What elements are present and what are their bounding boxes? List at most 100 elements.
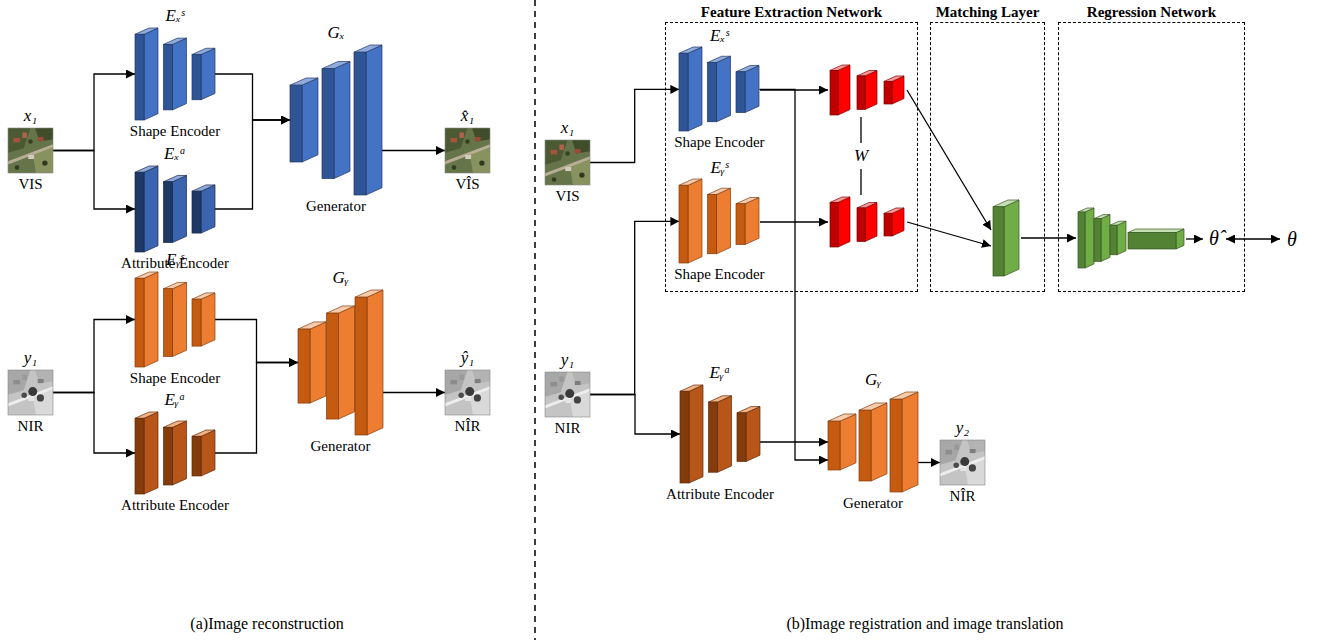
photo-roof <box>13 138 20 143</box>
photo-field <box>545 140 568 165</box>
subfigure-caption: (b)Image registration and image translat… <box>786 615 1063 633</box>
photo-tree <box>465 139 470 144</box>
block-side <box>144 412 158 494</box>
image-thumbnail <box>545 372 590 417</box>
block-top <box>322 62 350 69</box>
photo-tree <box>552 177 557 182</box>
photo-tree <box>459 393 464 398</box>
block-side <box>1085 208 1094 268</box>
block-top <box>192 185 215 191</box>
photo-field <box>940 440 963 465</box>
photo-tree <box>954 463 959 468</box>
block-side <box>173 38 187 110</box>
block-side <box>688 179 702 263</box>
network-blocks <box>135 28 215 120</box>
block-side <box>302 78 318 162</box>
photo-tree <box>474 394 481 401</box>
photo-frame <box>8 128 53 173</box>
block-front <box>354 52 366 195</box>
block-side <box>201 430 215 476</box>
block-side <box>745 66 759 113</box>
group-title: Regression Network <box>1087 4 1216 21</box>
block-side <box>717 189 731 255</box>
photo-field <box>545 388 590 408</box>
photo-field <box>445 370 468 395</box>
network-blocks <box>135 272 215 367</box>
block-top <box>680 385 703 391</box>
photo-field <box>8 370 31 395</box>
photo-field <box>572 372 590 386</box>
block-side <box>339 306 355 419</box>
block-front <box>135 278 144 367</box>
photo-roof <box>565 167 571 171</box>
symbol-label: x̂₁ <box>461 106 474 126</box>
symbol-label: Eᵧˢ <box>166 250 184 270</box>
photo-roof <box>465 397 471 401</box>
arrow-line <box>907 222 991 246</box>
parameter-label: θ̂ <box>1209 227 1219 250</box>
photo-frame <box>545 372 590 417</box>
photo-field <box>967 440 985 454</box>
photo-tree <box>565 389 574 398</box>
block-top <box>135 166 158 172</box>
part-name: NIR <box>555 420 581 437</box>
photo-tree <box>28 139 33 144</box>
feature-blocks <box>830 65 1184 276</box>
photo-field <box>545 372 568 397</box>
photo-roof <box>475 379 481 383</box>
image-thumbnail <box>545 140 590 185</box>
block-top <box>679 179 702 185</box>
block-top <box>857 203 877 208</box>
photo-ground <box>445 370 490 415</box>
block-side <box>1004 200 1019 276</box>
photo-roof <box>459 133 464 138</box>
photo-roof <box>459 375 464 380</box>
photo-ground <box>545 372 590 417</box>
flow-arrow <box>53 74 135 151</box>
part-name: Generator <box>306 198 366 215</box>
photo-ground <box>8 370 53 415</box>
symbol-label: Gₓ <box>327 23 344 43</box>
block-front <box>736 72 745 113</box>
flow-arrow <box>53 320 135 393</box>
block-top <box>290 78 318 85</box>
photo-roof <box>565 399 571 403</box>
shape-encoder: EₓˢShape Encoder <box>135 28 215 120</box>
network-group: Matching Layer <box>930 22 1045 292</box>
photo-field <box>8 128 31 153</box>
block-side <box>838 65 850 115</box>
parameter-label: θ <box>1287 228 1297 251</box>
flow-arrow <box>215 74 290 120</box>
part-name: NÎR <box>950 488 976 505</box>
photo-roof <box>28 155 34 159</box>
symbol-label: Eₓˢ <box>166 6 185 26</box>
photo-roof <box>550 382 557 387</box>
photo-roof <box>465 155 471 159</box>
photo-tree <box>452 165 457 170</box>
photo-ground <box>545 140 590 185</box>
block-top <box>859 403 887 410</box>
block-front <box>680 391 689 483</box>
part-name: Attribute Encoder <box>666 486 774 503</box>
symbol-label: Eᵧᵃ <box>164 390 185 410</box>
photo-roof <box>38 137 44 141</box>
photo-frame <box>445 370 490 415</box>
photo-roof <box>575 149 581 153</box>
block-front <box>135 418 144 494</box>
photo-field <box>472 370 490 384</box>
block-top <box>135 412 158 418</box>
photo-tree <box>42 160 47 165</box>
block-side <box>310 322 326 403</box>
photo-tree <box>565 151 570 156</box>
block-front <box>164 44 173 109</box>
block-front <box>135 172 144 252</box>
part-name: VÎS <box>455 176 479 193</box>
flow-arrow <box>53 151 135 210</box>
symbol-label: x₁ <box>561 118 574 138</box>
block-top <box>164 282 187 288</box>
network-blocks <box>298 290 383 435</box>
block-top <box>708 57 731 63</box>
part-name: Shape Encoder <box>130 123 220 140</box>
block-side <box>201 48 215 100</box>
